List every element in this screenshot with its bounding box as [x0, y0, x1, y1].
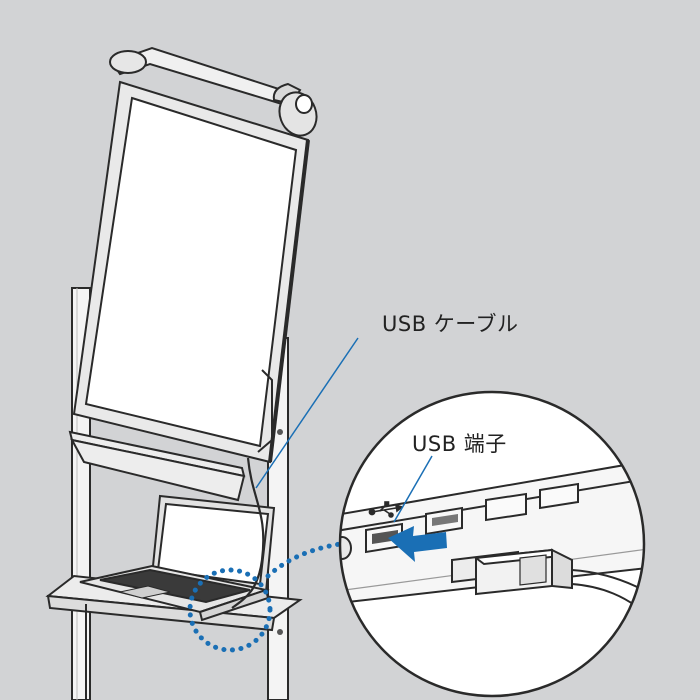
- cable-leader-line: [255, 337, 359, 489]
- camera-arm: [109, 46, 318, 137]
- usb-plug: [451, 548, 644, 619]
- magnified-view: [338, 390, 646, 698]
- port-highlight: [187, 567, 273, 653]
- zoom-connector: [265, 541, 343, 579]
- usb-cable-label: USB ケーブル: [382, 312, 519, 336]
- usb-port-label: USB 端子: [412, 432, 507, 456]
- port-leader-line: [393, 455, 433, 523]
- marker-tray: [68, 430, 246, 502]
- insert-arrow: [388, 526, 447, 562]
- display-panel: [72, 80, 310, 464]
- usb-symbol-icon: [368, 501, 404, 518]
- usb-cable: [231, 457, 265, 609]
- laptop: [79, 494, 276, 622]
